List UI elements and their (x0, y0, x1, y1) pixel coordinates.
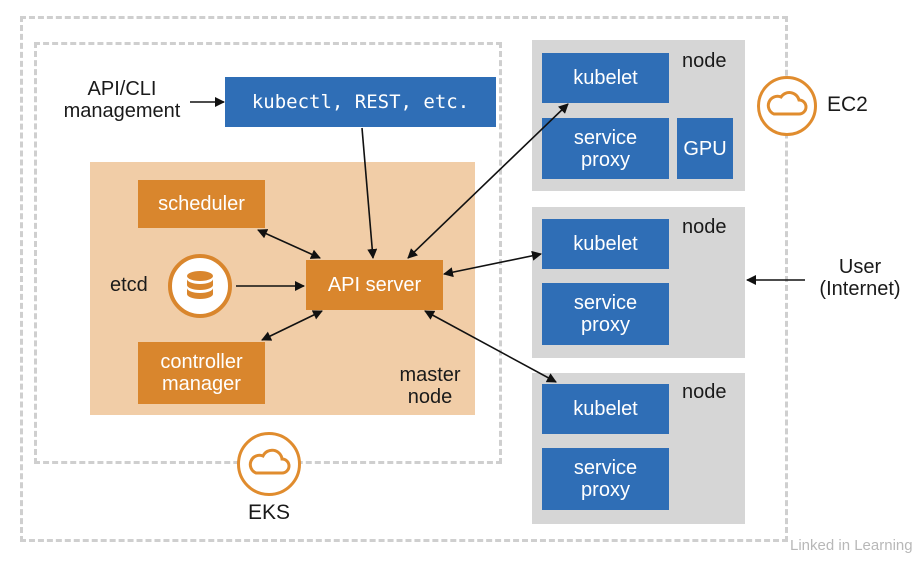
eks-label: EKS (248, 501, 291, 524)
arrow-apiserver-node3 (424, 310, 557, 383)
arrow-kubectl-apiserver (361, 127, 378, 259)
eks-cloud-icon (237, 432, 301, 496)
node-2-label: node (682, 216, 727, 238)
api-cli-label: API/CLI management (63, 78, 181, 122)
database-icon (168, 254, 232, 318)
linkedin-learning-logo: Linked in Learning (790, 537, 913, 554)
node-3-kubelet: kubelet (542, 384, 669, 434)
ec2-cloud-icon (757, 76, 817, 136)
node-3-label: node (682, 381, 727, 403)
node-3-service-proxy: service proxy (542, 448, 669, 510)
arrow-scheduler-apiserver (257, 229, 321, 259)
ec2-boundary (20, 16, 788, 542)
controller-manager-box: controller manager (138, 342, 265, 404)
arrow-controller-apiserver (261, 310, 323, 341)
node-1-kubelet: kubelet (542, 53, 669, 103)
arrow-apiserver-node2 (443, 250, 542, 278)
node-1-label: node (682, 50, 727, 72)
api-server-box: API server (306, 260, 443, 310)
ec2-label: EC2 (827, 93, 868, 116)
arrow-apiserver-node1 (407, 103, 569, 259)
node-1-gpu: GPU (677, 118, 733, 179)
scheduler-box: scheduler (138, 180, 265, 228)
etcd-label: etcd (110, 274, 148, 296)
user-internet-label: User (Internet) (819, 256, 901, 300)
node-2-service-proxy: service proxy (542, 283, 669, 345)
